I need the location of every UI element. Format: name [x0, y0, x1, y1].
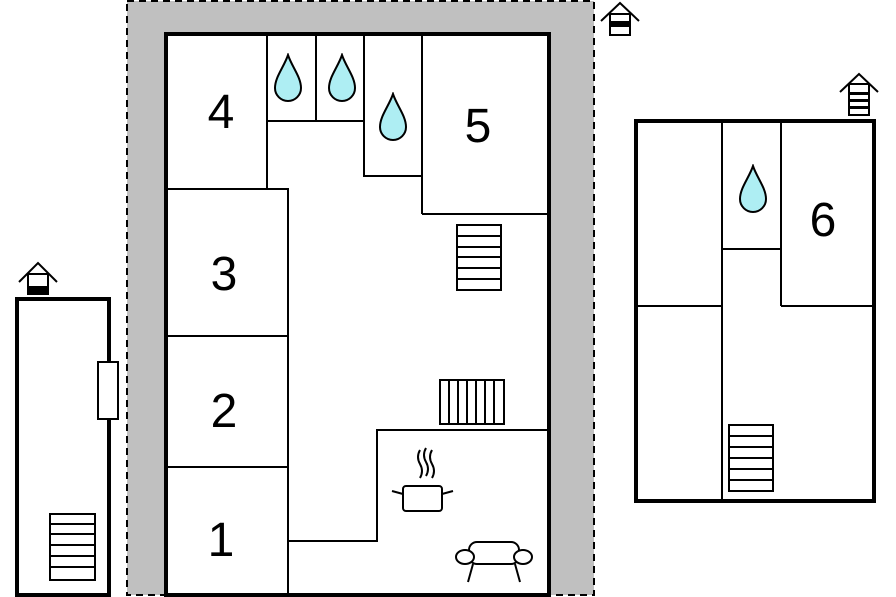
room-label-5: 5	[465, 100, 492, 153]
sofa-icon	[455, 541, 533, 583]
right-building: 6	[634, 72, 879, 503]
interior-walls	[166, 34, 549, 595]
stairs-icon	[728, 424, 774, 492]
interior-walls	[636, 121, 874, 501]
stairs-icon	[49, 513, 96, 581]
building-walls	[164, 32, 551, 597]
room-label-3: 3	[211, 248, 238, 301]
room-label-6: 6	[810, 194, 837, 247]
door-icon	[97, 361, 119, 420]
left-annex	[15, 261, 119, 597]
house-level-icon	[839, 72, 879, 116]
main-building: 4 3 2 1 5	[126, 0, 640, 597]
stairs-icon	[456, 224, 502, 291]
radiator-icon	[439, 379, 505, 425]
house-level-icon	[18, 261, 58, 295]
room-label-4: 4	[208, 86, 235, 139]
house-level-icon	[600, 1, 640, 36]
room-label-2: 2	[211, 385, 238, 438]
room-label-1: 1	[208, 514, 235, 567]
cooking-pot-icon	[391, 447, 454, 512]
